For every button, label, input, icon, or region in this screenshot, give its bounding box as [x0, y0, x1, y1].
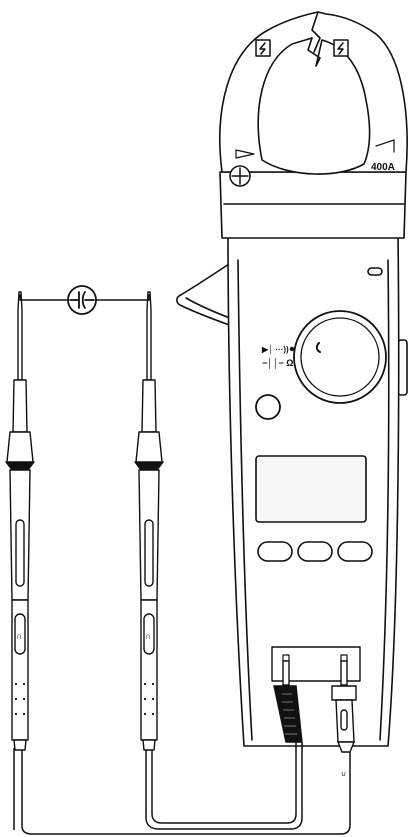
- capacitor-wire-left: [19, 294, 69, 301]
- jaw-trigger-edge: [185, 297, 231, 319]
- probe-right-boot: [142, 739, 156, 751]
- probe-left-tip: [17, 291, 23, 381]
- indicator-led: [367, 267, 383, 276]
- capacitor-symbol: [69, 291, 95, 309]
- dial-pointer: [315, 342, 321, 353]
- probe-right: ∩: [134, 291, 164, 751]
- lcd-screen: [255, 455, 367, 523]
- jaw-mark-left: [235, 149, 255, 159]
- red-plug-grip-icon: ∪: [341, 771, 346, 778]
- clamp-meter: [176, 11, 408, 747]
- black-lead-wire: [145, 742, 303, 830]
- dial-symbol-line1: ▶│ ···)): [261, 344, 289, 355]
- black-lead-plug: [273, 660, 303, 743]
- center-mark-icon: [229, 165, 251, 187]
- probe-left: ∩: [5, 291, 35, 751]
- probe-right-window: [143, 613, 155, 655]
- probe-left-boot: [13, 739, 27, 751]
- dial-symbol-line2: −││− Ω: [262, 357, 293, 369]
- probe-right-neck: [141, 379, 157, 433]
- probe-right-grip-icon: ∩: [145, 631, 152, 641]
- probe-left-grip-slot: [15, 519, 25, 587]
- probe-right-grip-slot: [144, 519, 154, 587]
- probe-left-dots: [14, 682, 26, 716]
- current-rating-label: 400A: [371, 162, 395, 173]
- probe-right-guard: [134, 461, 164, 471]
- rotary-dial: [289, 310, 387, 404]
- lead-wires: [13, 740, 351, 835]
- capacitor-wire-right: [95, 294, 150, 301]
- high-voltage-icon-left: [255, 39, 271, 57]
- probe-right-dots: [143, 682, 155, 716]
- red-lead-wire: [13, 740, 351, 835]
- function-button-2: [297, 541, 333, 562]
- probe-left-window: [14, 613, 26, 655]
- probe-left-collar: [6, 431, 34, 463]
- high-voltage-icon-right: [333, 39, 349, 57]
- function-button-1: [257, 541, 293, 562]
- jaw-opening: [257, 37, 371, 175]
- probe-right-collar: [135, 431, 163, 463]
- hold-button: [255, 394, 281, 420]
- probe-left-grip-icon: ∩: [16, 631, 23, 641]
- function-button-3: [337, 541, 373, 562]
- capacitor-under-test: [19, 285, 150, 315]
- meter-body-inner-edge: [237, 259, 390, 741]
- probe-left-guard: [5, 461, 35, 471]
- red-lead-plug: ∪: [331, 660, 357, 778]
- probe-left-neck: [12, 379, 28, 433]
- jaw-trigger: [176, 261, 233, 327]
- probe-right-tip: [146, 291, 152, 381]
- dial-position-dot: [289, 346, 295, 352]
- jaw-mark-right: [375, 139, 395, 153]
- jaw-split: [311, 11, 321, 53]
